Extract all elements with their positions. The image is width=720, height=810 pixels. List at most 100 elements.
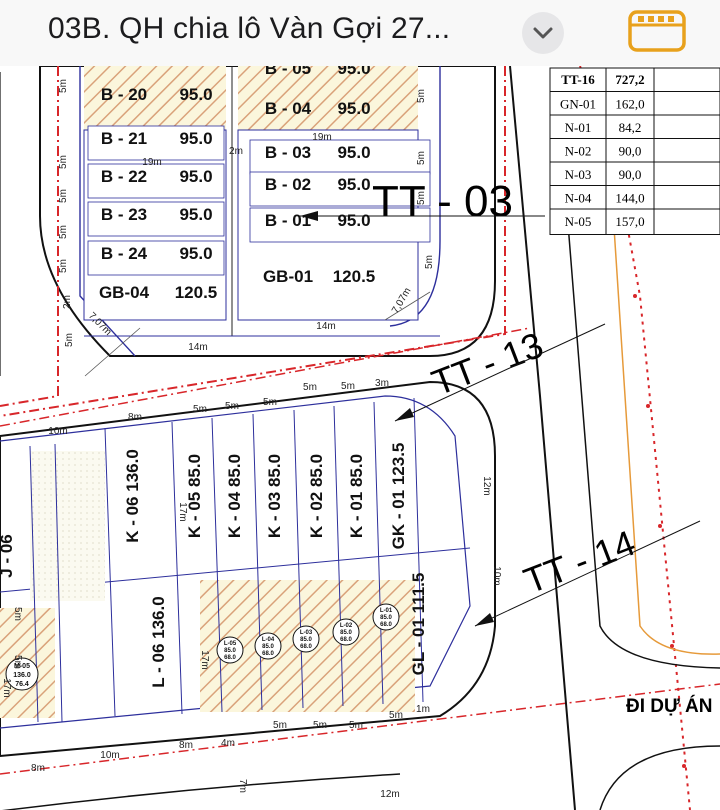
dimension-label: 10m (100, 750, 119, 761)
lot-code: L-01 (380, 608, 393, 614)
lot-label: K - 03 85.0 (265, 454, 284, 538)
lot-k-01[interactable]: K - 01 85.0 (347, 454, 366, 538)
lot-b-01[interactable]: B - 01 95.0 (249, 207, 431, 243)
media-button[interactable] (626, 8, 688, 54)
table-cell: 144,0 (615, 191, 644, 206)
dimension-label: 19m (142, 157, 161, 168)
lot-area: 85.0 (224, 648, 236, 654)
lot-area: 95.0 (337, 211, 370, 230)
lot-code: B - 02 (265, 175, 311, 194)
lot-area: 95.0 (179, 129, 212, 148)
dimension-label: 5m (416, 151, 427, 165)
lot-m-05[interactable]: M-05 136.0 76.4 (5, 657, 39, 691)
dimension-label: 5m (263, 397, 277, 408)
lot-code: B - 05 (265, 66, 311, 78)
lot-area: 120.5 (175, 283, 218, 302)
document-title: 03B. QH chia lô Vàn Gợi 27... (48, 12, 451, 45)
dimension-label: 5m (303, 382, 317, 393)
lot-code: B - 03 (265, 143, 311, 162)
lot-label: K - 06 136.0 (123, 449, 142, 543)
lot-extra: 68.0 (300, 644, 312, 650)
lot-k-03[interactable]: K - 03 85.0 (265, 454, 284, 538)
lot-extra: 68.0 (380, 622, 392, 628)
lot-code: L-02 (340, 623, 353, 629)
table-cell: N-02 (565, 144, 592, 159)
dimension-label: 5m (389, 710, 403, 721)
dimension-label: 2m (62, 295, 73, 309)
dimension-label: 10m (48, 426, 67, 437)
lot-l-06[interactable]: L - 06 136.0 (149, 596, 168, 687)
lot-gk-01[interactable]: GK - 01 123.5 (389, 443, 408, 550)
lot-code: M-05 (14, 663, 30, 670)
dimension-label: 5m (12, 607, 23, 621)
dimension-label: 8m (128, 412, 142, 423)
lot-k-02[interactable]: K - 02 85.0 (307, 454, 326, 538)
lot-code: GB-04 (99, 283, 150, 302)
chevron-down-icon (533, 27, 553, 39)
dimension-label: 5m (349, 720, 363, 731)
lot-b-02[interactable]: B - 02 95.0 (249, 171, 431, 207)
lot-b-05[interactable]: B - 05 95.0 (265, 66, 371, 78)
dimension-label: 8m (31, 763, 45, 774)
lot-code: L-04 (262, 637, 275, 643)
lot-area: 85.0 (380, 615, 392, 621)
lot-label: K - 02 85.0 (307, 454, 326, 538)
lot-code: B - 01 (265, 211, 311, 230)
lot-area: 120.5 (333, 267, 376, 286)
lot-code: B - 20 (101, 85, 147, 104)
film-clapper-icon (628, 10, 686, 52)
lot-area: 95.0 (179, 205, 212, 224)
dimension-label: 10m (491, 566, 502, 585)
table-cell: N-03 (565, 167, 592, 182)
lot-k-06[interactable]: K - 06 136.0 (123, 449, 142, 543)
dropdown-button[interactable] (522, 12, 564, 54)
lot-gl-01[interactable]: GL - 01 111.5 (409, 573, 428, 676)
lot-code: B - 22 (101, 167, 147, 186)
lot-labels-k: K - 06 136.0 K - 05 85.0 K - 04 85.0 K - 03… (123, 443, 408, 550)
planning-boundary (0, 66, 720, 810)
dimension-label: 3m (375, 378, 389, 389)
lot-k-05[interactable]: K - 05 85.0 (185, 454, 204, 538)
lot-code: B - 24 (101, 244, 148, 263)
lot-area: 95.0 (337, 66, 370, 78)
lot-j-06: J - 06 (0, 534, 16, 577)
lot-area: 95.0 (179, 167, 212, 186)
road-edges (0, 66, 720, 810)
table-cell: 84,2 (619, 120, 642, 135)
road-label-tt-03: TT - 03 (372, 177, 513, 226)
dimension-label: 7m (237, 779, 248, 793)
dimension-label: 5m (58, 79, 69, 93)
dimension-label: 14m (188, 342, 207, 353)
lot-k-04[interactable]: K - 04 85.0 (225, 454, 244, 538)
dimension-label: 5m (12, 655, 23, 669)
lot-gb-04[interactable]: GB-04 120.5 (99, 283, 217, 302)
lot-b-22[interactable]: B - 22 95.0 (87, 163, 225, 199)
dimension-label: 5m (225, 401, 239, 412)
lot-area: 95.0 (337, 99, 370, 118)
lot-area: 95.0 (337, 175, 370, 194)
dimension-label: 5m (341, 381, 355, 392)
table-cell: 157,0 (615, 214, 644, 229)
lot-label: L - 06 136.0 (149, 596, 168, 687)
